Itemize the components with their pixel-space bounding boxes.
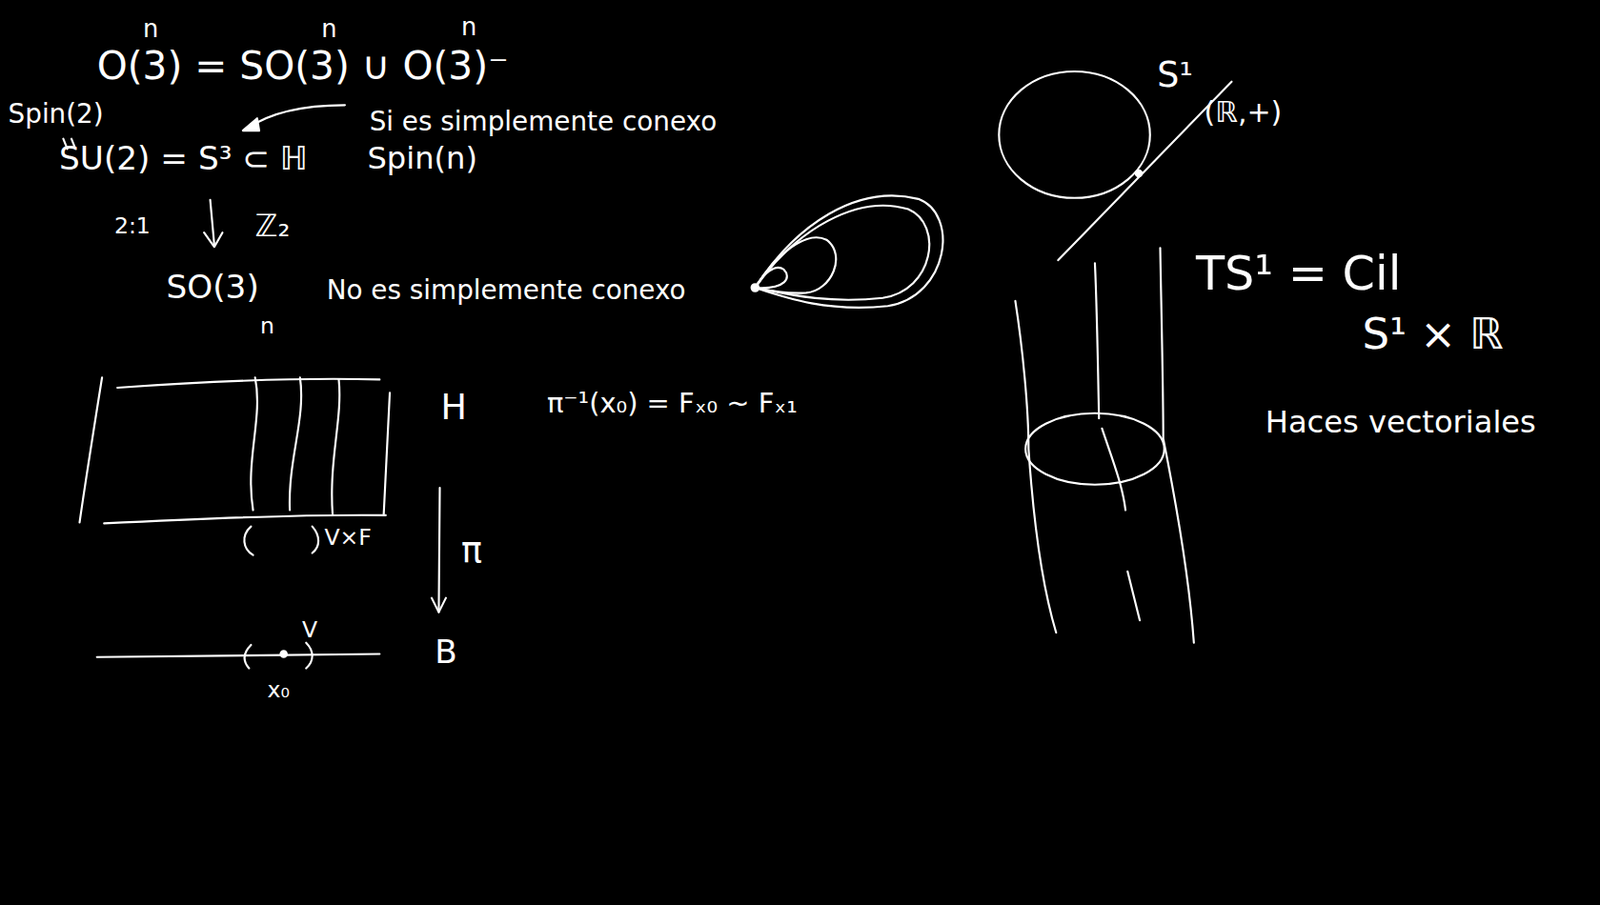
bundle-edge: [103, 515, 386, 525]
group-equation: O(3) = SO(3) ∪ O(3)⁻: [97, 43, 509, 87]
product-label: S¹ × ℝ: [1362, 310, 1504, 358]
group-name: SO(3): [166, 269, 260, 306]
cylinder-section: [1025, 413, 1165, 486]
circle: [998, 71, 1150, 199]
base-space: [97, 654, 381, 658]
bundle-edge: [384, 392, 390, 516]
group-name: Spin(n): [366, 141, 477, 176]
cylinder-line: [1127, 571, 1140, 621]
note-text: Si es simplemente conexo: [369, 107, 718, 138]
loop: [754, 205, 930, 301]
space-label: H: [441, 388, 467, 427]
cylinder-line: [1094, 263, 1099, 419]
fiber: [250, 377, 258, 510]
arrow-head: [431, 598, 446, 613]
map-label: π: [461, 531, 483, 570]
index-n: n: [461, 13, 477, 41]
note-text: No es simplemente conexo: [326, 276, 687, 306]
index-n: n: [321, 15, 337, 42]
arrow-head: [243, 118, 260, 131]
fiber: [289, 377, 302, 510]
group-name: Spin(2): [8, 100, 104, 130]
cylinder-line: [1101, 428, 1126, 511]
cover-degree: 2:1: [114, 214, 151, 240]
space-label: S¹: [1156, 56, 1194, 95]
group-equation: SU(2) = S³ ⊂ ℍ: [59, 141, 308, 178]
parenthesis: [243, 526, 253, 556]
group-name: (ℝ,+): [1204, 96, 1283, 128]
base-point: [280, 650, 286, 657]
index-n: n: [142, 15, 159, 42]
point-label: x₀: [267, 678, 290, 704]
open-set-label: V: [302, 618, 318, 644]
cylinder-side: [1159, 247, 1194, 643]
loop: [754, 237, 836, 293]
product-label: V×F: [324, 526, 372, 551]
parenthesis: [312, 526, 319, 554]
fiber: [331, 379, 340, 515]
bundle-edge: [80, 377, 103, 523]
covering-arrow: [210, 200, 215, 245]
space-label: B: [434, 634, 458, 671]
loop: [754, 267, 787, 288]
arrow-head: [203, 232, 223, 247]
projection-arrow: [438, 487, 440, 613]
base-point: [751, 283, 759, 291]
parenthesis: [244, 645, 252, 669]
pointer-arrow: [246, 104, 345, 129]
topic-title: Haces vectoriales: [1265, 406, 1537, 441]
tangent-point: [1135, 170, 1142, 177]
parenthesis: [305, 643, 312, 669]
fiber-equation: π⁻¹(x₀) = Fₓ₀ ~ Fₓ₁: [546, 388, 798, 420]
bundle-equation: TS¹ = Cil: [1195, 247, 1401, 300]
group-name: ℤ₂: [255, 209, 291, 244]
loop: [754, 195, 943, 307]
index-n: n: [260, 314, 275, 340]
